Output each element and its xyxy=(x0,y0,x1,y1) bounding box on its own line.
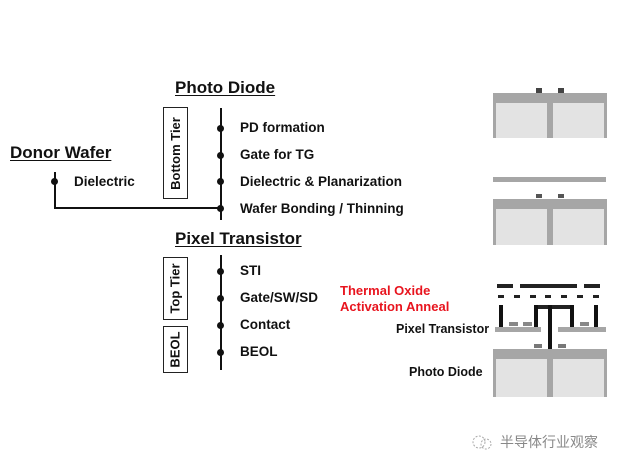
transfer-gate xyxy=(558,88,564,93)
deep-contact xyxy=(548,305,552,349)
top-tier-label: Top Tier xyxy=(168,263,184,314)
step-dot xyxy=(217,125,224,132)
transfer-gate xyxy=(558,194,564,198)
photodiode-region xyxy=(496,359,547,397)
watermark: 半导体行业观察 xyxy=(470,432,598,452)
via xyxy=(593,295,599,298)
donor-step-dielectric: Dielectric xyxy=(74,174,135,189)
via xyxy=(577,295,583,298)
metal-bridge xyxy=(534,305,574,309)
metal-line xyxy=(584,284,600,288)
via xyxy=(530,295,536,298)
bottom-tier-label: Bottom Tier xyxy=(168,116,183,190)
step-wafer-bonding-thinning: Wafer Bonding / Thinning xyxy=(240,201,404,216)
isolation-wall xyxy=(604,209,607,245)
step-dot xyxy=(217,178,224,185)
donor-step-dot xyxy=(51,178,58,185)
contact-plug xyxy=(594,305,598,327)
contact-plug xyxy=(499,305,503,327)
cross-section-pd xyxy=(493,88,607,138)
beol-label: BEOL xyxy=(168,331,183,368)
isolation-wall xyxy=(493,103,496,138)
top-timeline xyxy=(220,255,222,370)
step-dot xyxy=(217,268,224,275)
transfer-gate xyxy=(558,344,566,348)
step-sti: STI xyxy=(240,263,262,278)
step-dot xyxy=(217,295,224,302)
isolation-wall xyxy=(493,359,496,397)
step-contact: Contact xyxy=(240,317,291,332)
step-dot xyxy=(217,322,224,329)
metal-line xyxy=(497,284,513,288)
watermark-text: 半导体行业观察 xyxy=(500,434,598,450)
transfer-gate xyxy=(534,344,542,348)
photo-diode-heading: Photo Diode xyxy=(175,78,276,97)
transistor-silicon xyxy=(558,327,606,332)
transistor-gate xyxy=(509,322,518,326)
isolation-wall xyxy=(493,209,496,245)
transfer-gate xyxy=(536,88,542,93)
step-pd-formation: PD formation xyxy=(240,120,325,135)
step-dot xyxy=(217,152,224,159)
metal-line xyxy=(520,284,577,288)
cross-section-stacked xyxy=(493,284,607,397)
via xyxy=(498,295,504,298)
donor-timeline xyxy=(54,172,56,208)
photodiode-region xyxy=(496,103,547,138)
wechat-icon xyxy=(472,435,492,450)
oxide-layer xyxy=(493,349,607,359)
annotation-activation-anneal: Activation Anneal xyxy=(340,299,450,314)
oxide-layer xyxy=(493,93,607,103)
via xyxy=(561,295,567,298)
photodiode-region xyxy=(553,103,604,138)
isolation-wall xyxy=(547,209,553,245)
isolation-wall xyxy=(604,103,607,138)
donor-wafer-heading: Donor Wafer xyxy=(10,143,112,162)
pixel-transistor-heading: Pixel Transistor xyxy=(175,229,302,248)
photodiode-region xyxy=(553,359,604,397)
step-gate-for-tg: Gate for TG xyxy=(240,147,315,162)
transistor-gate xyxy=(523,322,532,326)
step-dot xyxy=(217,205,224,212)
isolation-wall xyxy=(604,359,607,397)
step-beol: BEOL xyxy=(240,344,278,359)
photodiode-region xyxy=(553,209,604,245)
beol-box: BEOL xyxy=(163,326,188,373)
bottom-timeline xyxy=(220,108,222,220)
contact-plug xyxy=(570,305,574,327)
photodiode-region xyxy=(496,209,547,245)
via xyxy=(514,295,520,298)
xsection-label-photo-diode: Photo Diode xyxy=(409,365,483,379)
transfer-gate xyxy=(536,194,542,198)
annotation-thermal-oxide: Thermal Oxide xyxy=(340,283,431,298)
via xyxy=(545,295,551,298)
oxide-layer xyxy=(493,199,607,209)
step-gate-sw-sd: Gate/SW/SD xyxy=(240,290,319,305)
donor-wafer-layer xyxy=(493,177,606,182)
transistor-gate xyxy=(580,322,589,326)
step-dielectric-planarization: Dielectric & Planarization xyxy=(240,174,403,189)
bottom-tier-box: Bottom Tier xyxy=(163,107,188,199)
isolation-wall xyxy=(547,359,553,397)
xsection-label-pixel-transistor: Pixel Transistor xyxy=(396,322,490,336)
cross-section-bonding xyxy=(493,177,607,245)
bonding-connector xyxy=(54,207,221,209)
isolation-wall xyxy=(547,103,553,138)
top-tier-box: Top Tier xyxy=(163,257,188,320)
transistor-silicon xyxy=(495,327,541,332)
step-dot xyxy=(217,349,224,356)
contact-plug xyxy=(534,305,538,327)
